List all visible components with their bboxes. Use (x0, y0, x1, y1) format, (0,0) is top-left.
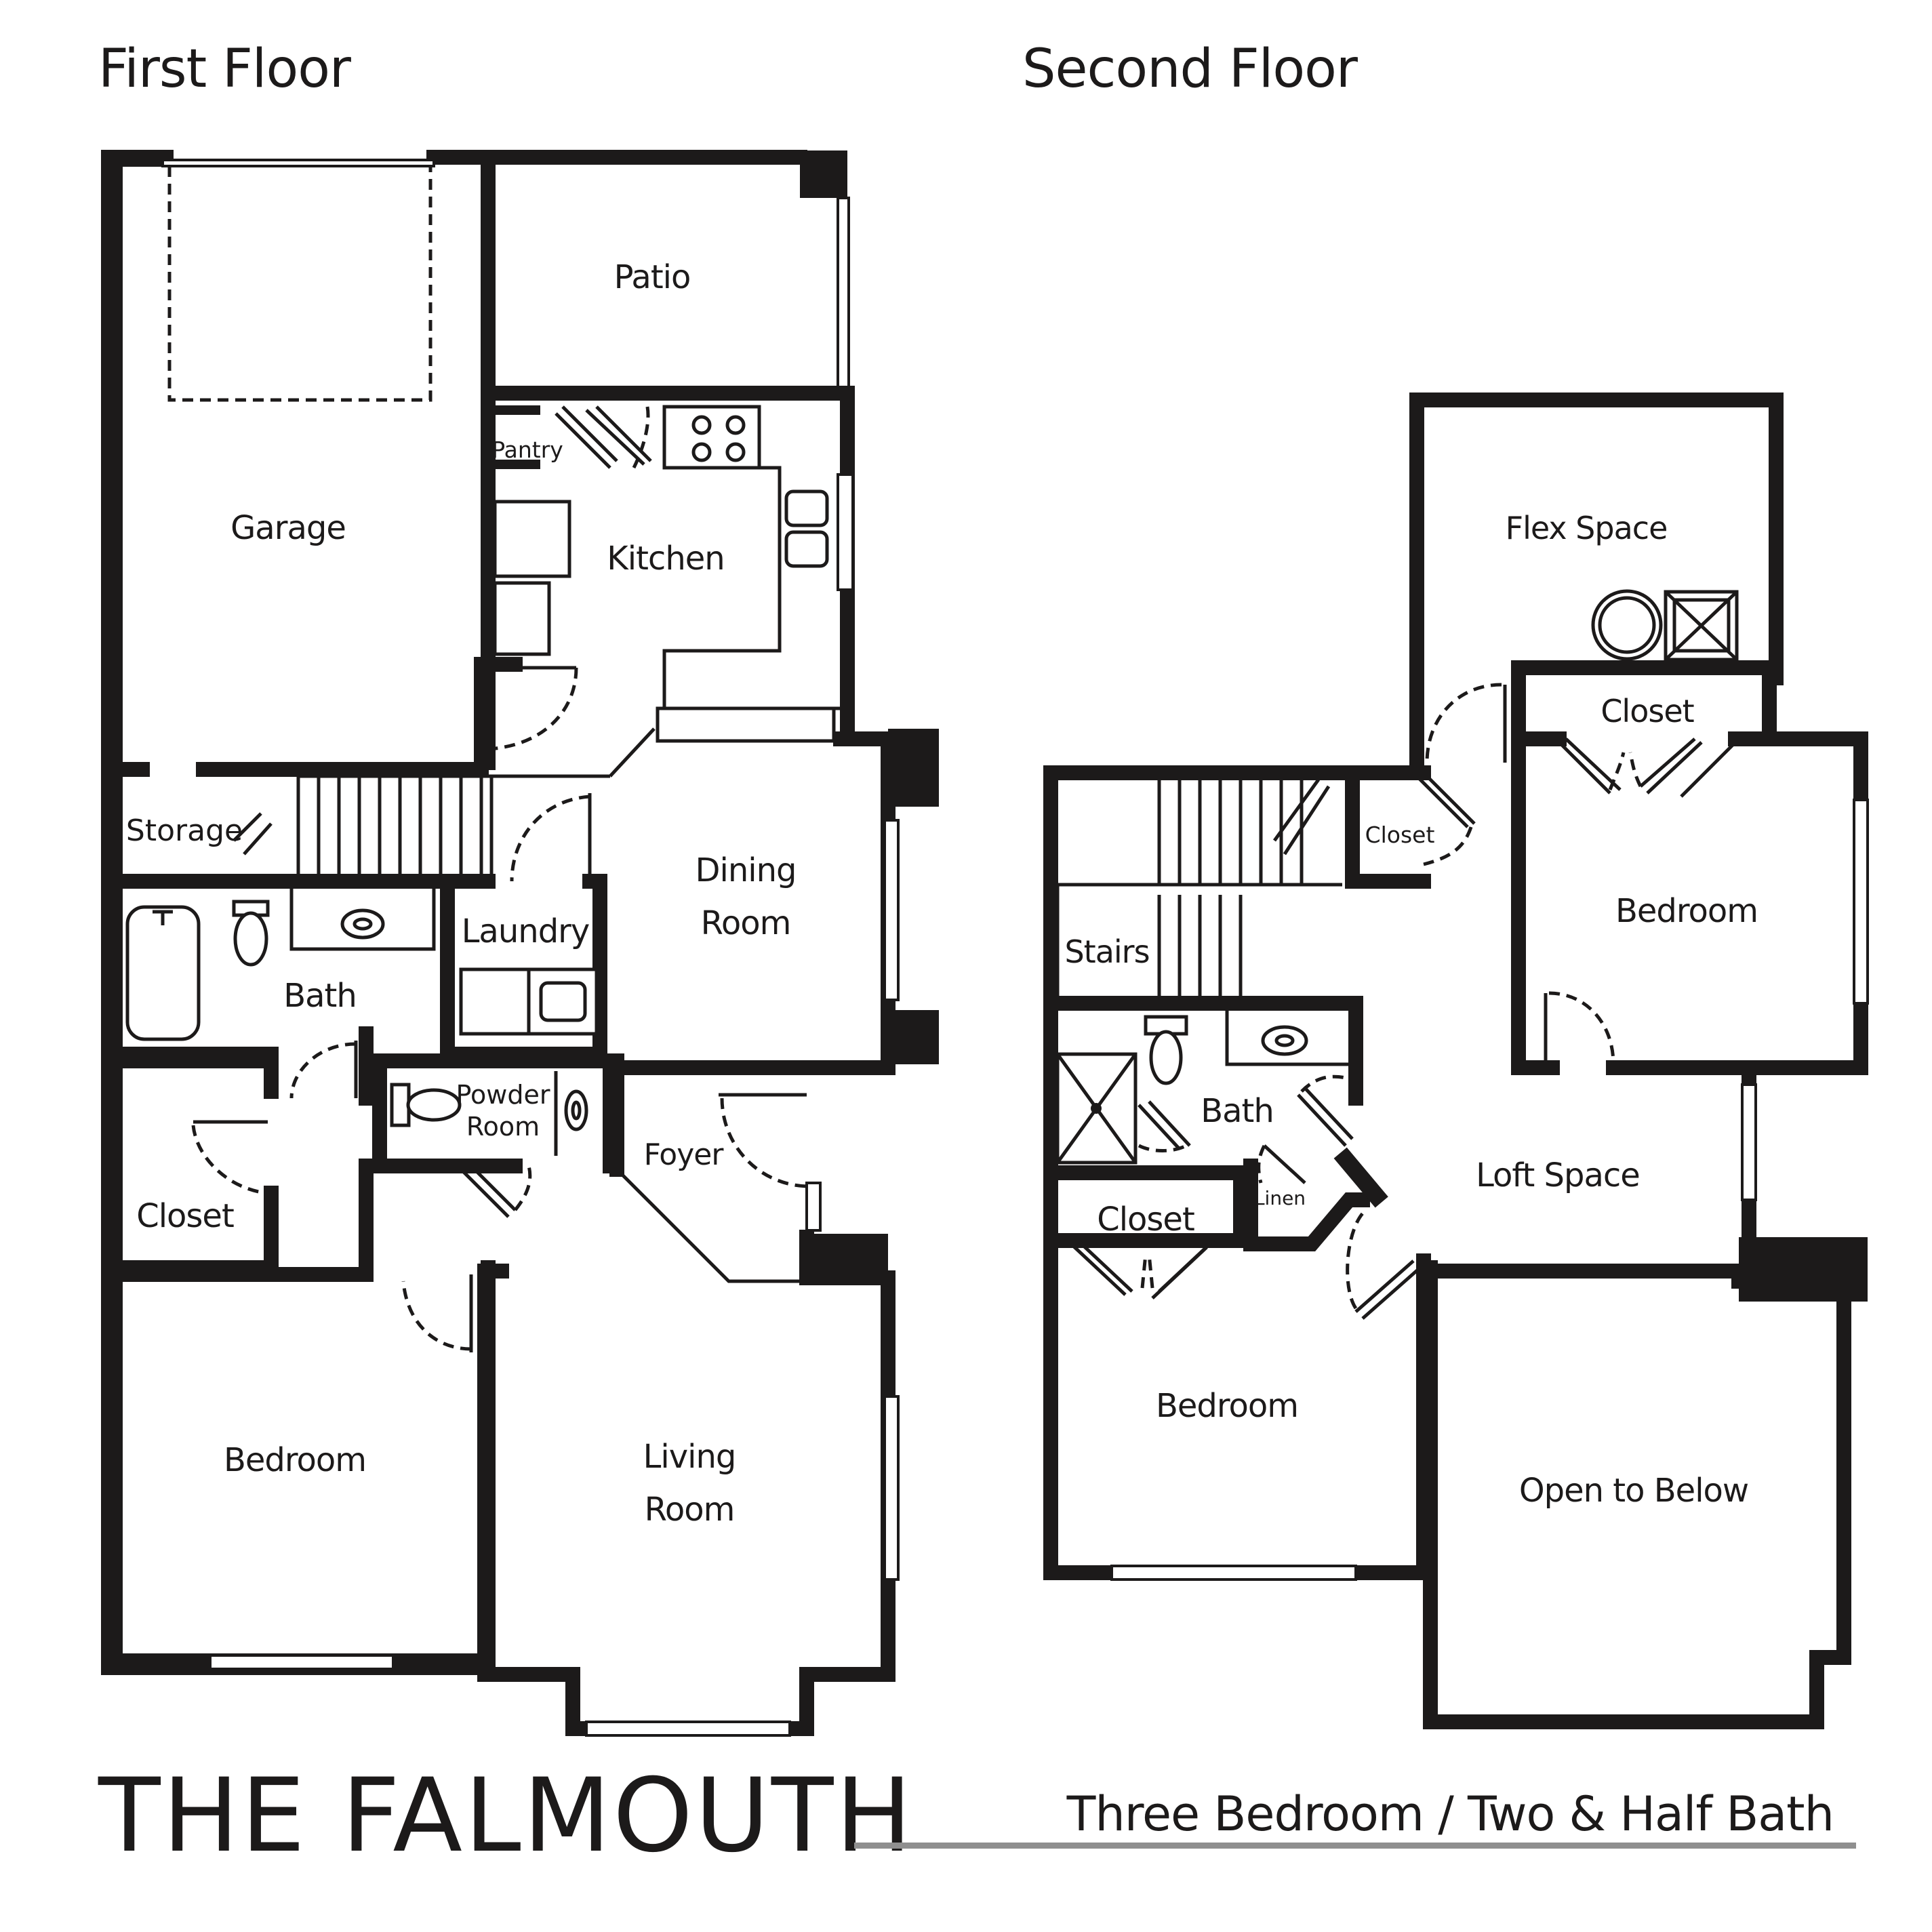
bedroom-left-window (1110, 1565, 1357, 1581)
bedroom-right-door-swing (1548, 991, 1615, 1065)
laundry-label: Laundry (462, 912, 590, 950)
living-window-right (883, 1395, 900, 1581)
property-name: THE FALMOUTH (98, 1757, 914, 1875)
garage-door-outline (167, 166, 432, 402)
flex-space-label: Flex Space (1506, 510, 1668, 546)
loft-window (1741, 1083, 1757, 1201)
flex-space-wall (1409, 393, 1784, 780)
powder-room-label-line1: Powder (456, 1080, 550, 1110)
closet-top-wall (1511, 660, 1777, 1075)
bedroom-right-window (1853, 799, 1869, 1005)
garage-label: Garage (230, 509, 346, 547)
bath-label: Bath (283, 977, 357, 1015)
powder-toilet (406, 1088, 462, 1122)
bedroom-door-swing (401, 1281, 472, 1351)
living-room-label-line2: Room (645, 1491, 735, 1529)
living-room-label-line1: Living (643, 1438, 736, 1476)
range (662, 405, 761, 470)
loft-column (1739, 1237, 1868, 1302)
second-bath-wall (1043, 996, 1363, 1173)
front-door-swing (720, 1098, 811, 1188)
upper-bath-sink (1261, 1025, 1308, 1056)
closet-left-bifold-doors (1070, 1239, 1215, 1300)
second-bath-label: Bath (1201, 1092, 1274, 1130)
footer-rule (854, 1843, 1856, 1849)
closet-left-wall (1043, 1165, 1248, 1248)
washer (459, 967, 531, 1036)
powder-toilet-tank (390, 1083, 411, 1127)
garage-bottom-wall (108, 657, 523, 777)
second-floor-plan (1043, 393, 1869, 1729)
water-heater (1591, 589, 1663, 661)
small-closet-wall (1345, 765, 1431, 889)
open-to-below-label: Open to Below (1519, 1472, 1748, 1510)
refrigerator (493, 500, 571, 578)
bath-sink (340, 908, 385, 940)
bedroom-label: Bedroom (224, 1441, 366, 1479)
stairs-label: Stairs (1064, 933, 1149, 970)
closet-label: Closet (136, 1197, 234, 1235)
foyer-label: Foyer (644, 1138, 725, 1172)
loft-space-label: Loft Space (1476, 1156, 1640, 1194)
first-floor-labels: Patio Garage Pantry Kitchen Storage Dini… (126, 258, 797, 1529)
powder-room-label-line2: Room (466, 1112, 540, 1142)
living-window-bottom (585, 1720, 791, 1737)
storage-door (233, 812, 273, 856)
kitchen-window (837, 473, 854, 591)
closet-left-label: Closet (1097, 1201, 1194, 1239)
patio-column (800, 150, 847, 198)
dining-room-label-line1: Dining (696, 851, 797, 889)
bathtub (125, 905, 201, 1041)
patio-label: Patio (614, 258, 691, 296)
kitchen-top-wall (481, 386, 855, 746)
bath-door-swing (289, 1042, 357, 1099)
first-floor-stairs (296, 776, 494, 881)
kitchen-label: Kitchen (607, 540, 724, 578)
garage-kitchen-door-swing (487, 667, 578, 751)
dining-column-top (888, 729, 939, 807)
closet-top-label: Closet (1601, 693, 1693, 729)
bedroom-right-label: Bedroom (1615, 892, 1758, 930)
bedroom-left-label: Bedroom (1156, 1387, 1298, 1425)
closet-door-swing (191, 1125, 268, 1195)
unit-type-subtitle: Three Bedroom / Two & Half Bath (1066, 1786, 1834, 1842)
dining-room-label-line2: Room (701, 904, 791, 942)
closet-small-label: Closet (1365, 822, 1435, 848)
kitchen-sink-left (784, 489, 829, 527)
foyer-wall (609, 1053, 895, 1177)
bedroom-left-door-swing (1346, 1212, 1364, 1310)
powder-sink (564, 1089, 588, 1131)
kitchen-sink-right (784, 530, 829, 568)
first-floor-title: First Floor (98, 39, 352, 100)
first-floor-plan (101, 150, 939, 1737)
storage-label: Storage (126, 813, 243, 848)
foyer-window (805, 1182, 822, 1232)
garage-wall (101, 150, 496, 770)
closet-wall (108, 1053, 279, 1275)
flex-door-swing (1425, 683, 1502, 763)
laundry-door-swing (510, 794, 590, 882)
pantry-label: Pantry (491, 437, 563, 463)
kitchen-island (656, 706, 836, 743)
dining-window (883, 819, 900, 1001)
closet-bifold-doors (1558, 738, 1737, 798)
linen-wall (1243, 1159, 1370, 1251)
toilet (233, 911, 268, 967)
living-column (807, 1234, 888, 1281)
pantry-door (555, 405, 618, 469)
bedroom-window (209, 1654, 395, 1670)
dining-wall (833, 731, 895, 1065)
dining-column-bottom (888, 1010, 939, 1064)
bath-vanity (289, 888, 436, 951)
powder-room-door (460, 1165, 517, 1218)
garage-door-track (161, 159, 435, 167)
second-floor-labels: Flex Space Closet Closet Bedroom Stairs … (1064, 510, 1758, 1510)
patio-railing (837, 197, 850, 396)
kitchen-cabinet (493, 581, 551, 656)
linen-label: Linen (1254, 1187, 1306, 1209)
second-floor-title: Second Floor (1022, 39, 1359, 100)
upper-toilet (1149, 1030, 1183, 1085)
